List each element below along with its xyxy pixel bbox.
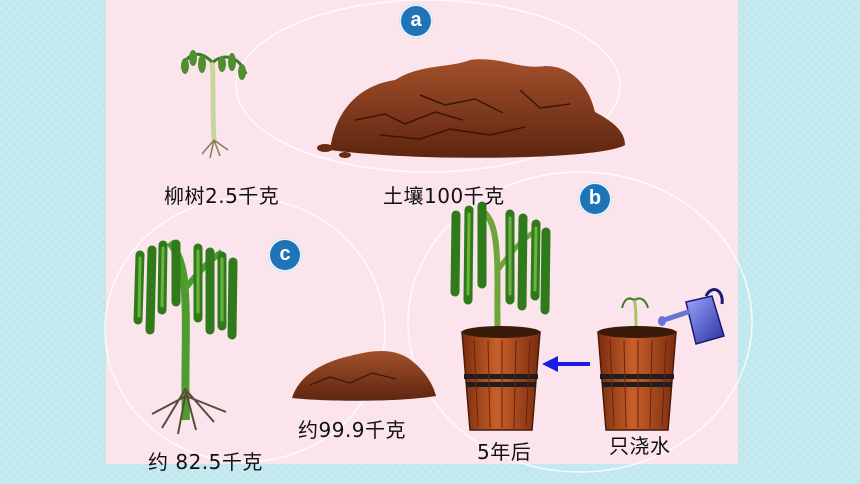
watering-can-icon [658, 288, 725, 345]
circle-b-outline [407, 171, 753, 473]
label-willow-initial: 柳树2.5千克 [164, 184, 280, 208]
tree-in-bucket-image [450, 201, 551, 431]
willow-sapling-image [180, 50, 248, 159]
label-after-years: 5年后 [477, 440, 532, 464]
badge-a: a [399, 4, 433, 38]
arrow-left [542, 356, 590, 372]
label-soil-final: 约99.9千克 [298, 418, 407, 442]
circle-a-outline [235, 0, 621, 173]
sapling-in-bucket-image [597, 297, 677, 431]
label-willow-final: 约 82.5千克 [148, 450, 263, 474]
willow-grown-image [133, 239, 238, 435]
label-water-only: 只浇水 [609, 434, 671, 458]
badge-c: c [268, 238, 302, 272]
soil-pile-image [317, 59, 625, 158]
circle-c-outline [104, 197, 386, 463]
soil-remaining-image [292, 351, 436, 401]
badge-b: b [578, 182, 612, 216]
label-soil-initial: 土壤100千克 [383, 184, 505, 208]
